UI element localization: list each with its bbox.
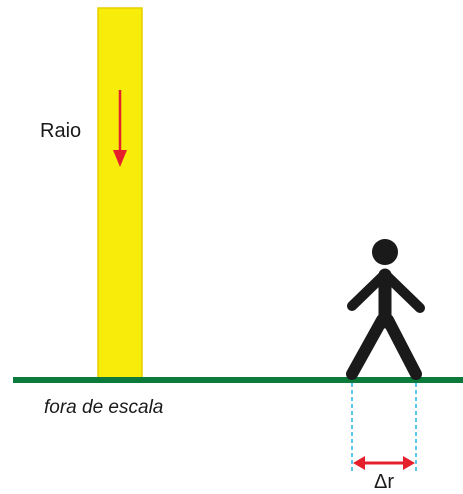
person-right-leg xyxy=(382,314,422,380)
person-right-arm xyxy=(382,271,425,313)
person-left-leg xyxy=(346,314,388,380)
person-left-arm xyxy=(347,271,388,311)
lightning-direction-arrow xyxy=(113,90,127,167)
ground-line xyxy=(13,377,463,383)
walking-person-icon xyxy=(346,239,425,380)
person-head xyxy=(372,239,398,265)
lightning-label: Raio xyxy=(40,120,81,142)
lightning-bolt-column xyxy=(97,7,143,381)
not-to-scale-note: fora de escala xyxy=(44,397,163,418)
step-distance-arrow xyxy=(353,456,415,470)
step-distance-label: Δr xyxy=(374,471,394,493)
